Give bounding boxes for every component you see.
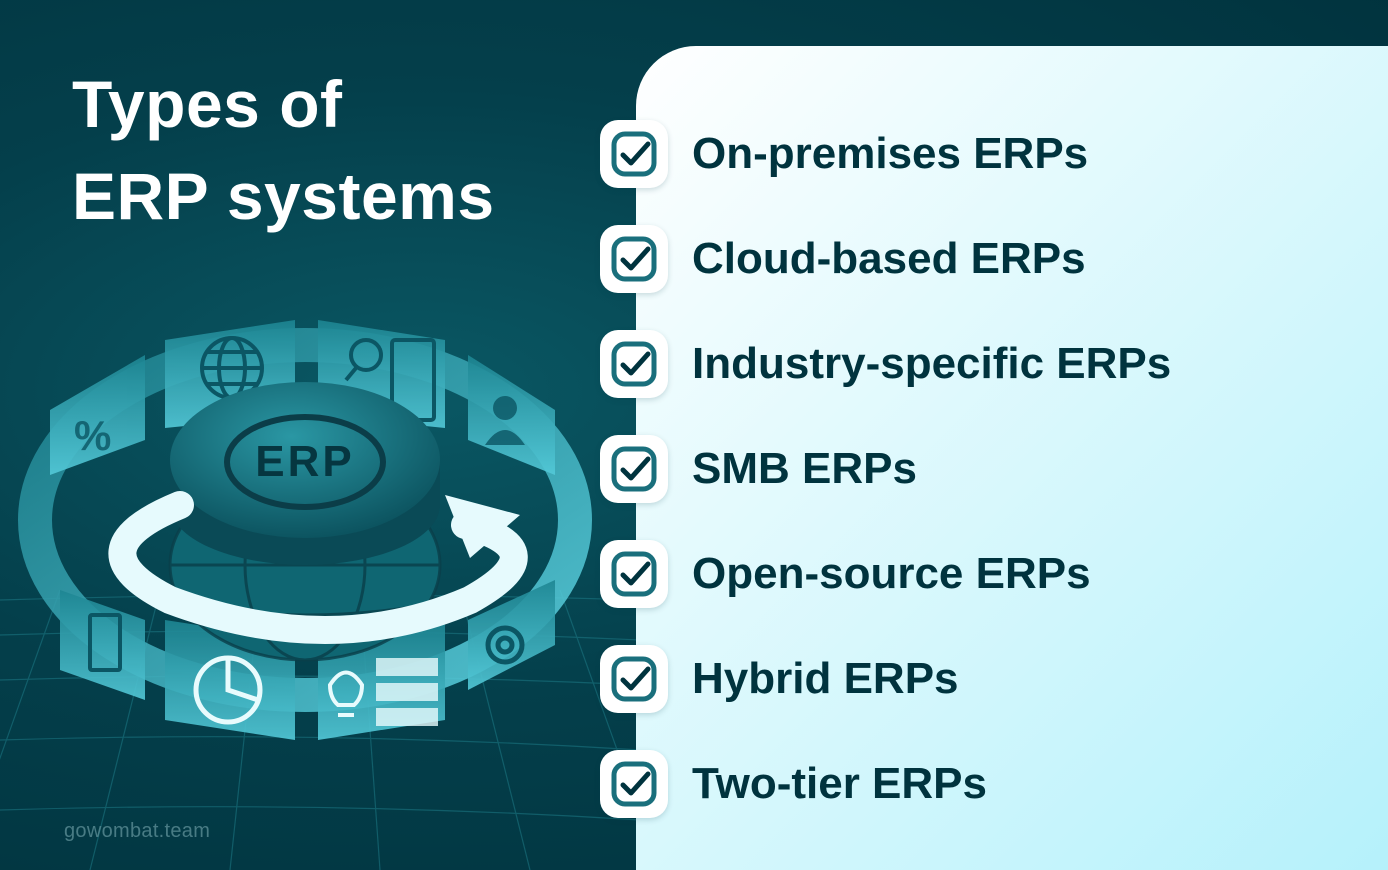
outer-ring (18, 328, 592, 712)
title-line-1: Types of (72, 67, 343, 141)
list-item-label: Cloud-based ERPs (692, 234, 1086, 283)
erp-center-label: ERP (255, 437, 354, 486)
types-panel (636, 46, 1388, 870)
checkbox-icon (600, 120, 668, 188)
checkbox-icon (600, 645, 668, 713)
list-item-label: SMB ERPs (692, 444, 917, 493)
globe-icon (200, 336, 264, 400)
lightbulb-icon (327, 658, 438, 726)
title-line-2: ERP systems (72, 159, 495, 233)
checkbox-icon (600, 750, 668, 818)
erp-illustration: % ERP (0, 320, 640, 870)
watermark: gowombat.team (64, 820, 211, 842)
document-icon (88, 613, 122, 672)
cycle-arrow (108, 491, 528, 644)
list-item-label: Open-source ERPs (692, 549, 1091, 598)
checkbox-icon (600, 330, 668, 398)
list-item-label: On-premises ERPs (692, 129, 1089, 178)
erp-coin: ERP (170, 382, 440, 565)
list-item-label: Two-tier ERPs (692, 759, 988, 808)
percent-icon: % (74, 412, 111, 459)
checkbox-icon (600, 225, 668, 293)
page-title: Types of ERP systems (72, 58, 592, 242)
list-item-label: Industry-specific ERPs (692, 339, 1172, 388)
list-item-label: Hybrid ERPs (692, 654, 959, 703)
gear-icon (485, 625, 525, 665)
checkbox-icon (600, 540, 668, 608)
checkbox-icon (600, 435, 668, 503)
pie-chart-icon (193, 655, 263, 725)
user-icon (485, 396, 525, 445)
